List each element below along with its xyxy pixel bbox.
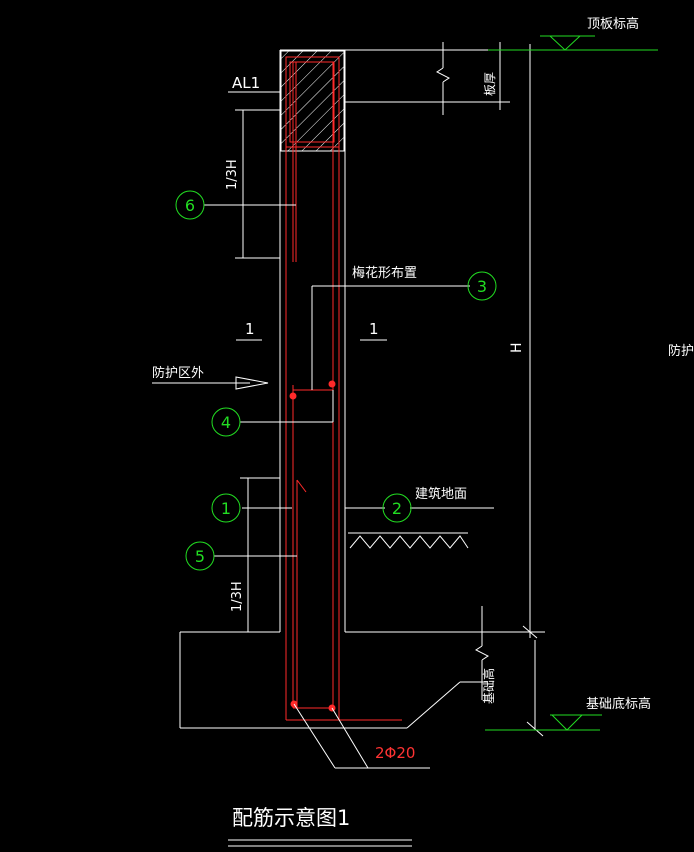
- plum-layout-label: 梅花形布置: [352, 265, 417, 281]
- callout-5: 5: [185, 541, 215, 571]
- drawing-title: 配筋示意图1: [232, 806, 350, 830]
- elevation-marker-bottom: [485, 714, 602, 731]
- height-label: H: [509, 342, 525, 353]
- third-height-label-top: 1/3H: [225, 159, 240, 190]
- callout-4-label: 4: [221, 413, 231, 432]
- inside-zone-label: 防护区: [668, 343, 694, 359]
- section-label-left: 1: [245, 320, 255, 338]
- leader-lines: [152, 91, 494, 769]
- callout-1: 1: [211, 493, 241, 523]
- callout-5-label: 5: [195, 547, 205, 566]
- slab-thickness-label: 板厚: [483, 72, 497, 96]
- callout-3: 3: [467, 271, 497, 301]
- callout-2: 2: [382, 493, 412, 523]
- outside-zone-label: 防护区外: [152, 365, 204, 381]
- beam-label: AL1: [232, 74, 260, 92]
- rebar-spec-label: 2Φ20: [375, 744, 415, 762]
- callout-3-label: 3: [477, 277, 487, 296]
- foundation-bottom-elevation-label: 基础底标高: [586, 696, 651, 712]
- rebar-cage: [285, 56, 402, 721]
- building-ground-label: 建筑地面: [415, 486, 467, 502]
- ground-hatch: [349, 535, 469, 549]
- wall-outline: [279, 49, 346, 632]
- callout-1-label: 1: [221, 499, 231, 518]
- callout-4: 4: [211, 407, 241, 437]
- right-dimensions: [345, 42, 545, 737]
- foundation-outline: [179, 631, 545, 729]
- elevation-marker-top: [488, 35, 658, 51]
- third-height-label-bottom: 1/3H: [230, 581, 245, 612]
- callout-6: 6: [175, 190, 205, 220]
- callout-6-label: 6: [185, 196, 195, 215]
- foundation-height-label: 基础高: [481, 668, 496, 704]
- top-slab-elevation-label: 顶板标高: [587, 16, 639, 32]
- callout-2-label: 2: [392, 499, 402, 518]
- rebar-dots: [289, 380, 336, 712]
- section-label-right: 1: [369, 320, 379, 338]
